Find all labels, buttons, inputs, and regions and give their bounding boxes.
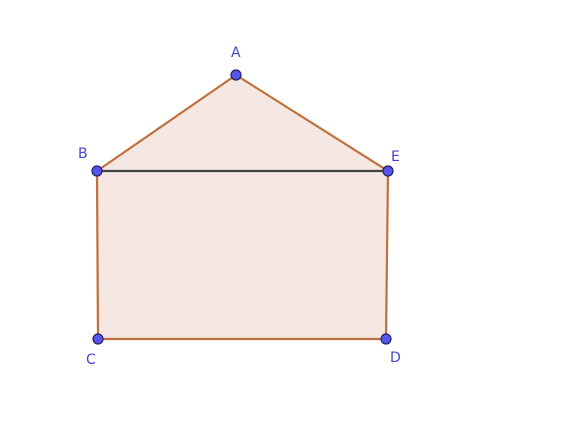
label-d: D <box>390 350 401 366</box>
point-b[interactable] <box>91 165 103 177</box>
point-a[interactable] <box>230 69 242 81</box>
label-b: B <box>78 146 88 162</box>
label-e: E <box>391 149 400 165</box>
point-c[interactable] <box>92 333 104 345</box>
point-e[interactable] <box>382 165 394 177</box>
label-c: C <box>86 352 96 368</box>
point-d[interactable] <box>380 333 392 345</box>
label-a: A <box>231 45 241 61</box>
pentagon-abcde <box>95 73 390 341</box>
